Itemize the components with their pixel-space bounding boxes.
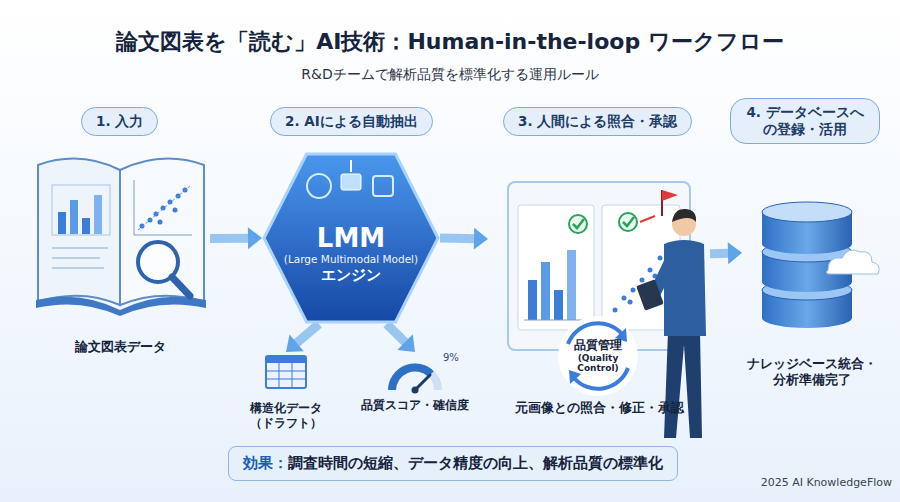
- node-text: 2. AIによる自動抽出: [285, 113, 418, 130]
- book-illustration: [36, 159, 206, 316]
- flow-arrow-shaft: [710, 249, 730, 259]
- flow-arrow: [710, 242, 742, 264]
- gauge-value: 9%: [443, 352, 473, 363]
- node-text: 3. 人間による照合・承認: [518, 113, 677, 130]
- node-text: 4. データベースへの登録・活用: [745, 104, 865, 138]
- flow-arrow: [440, 228, 488, 250]
- chip-icon: [373, 176, 393, 196]
- footer-note: 2025 AI KnowledgeFlow: [650, 476, 892, 489]
- engine-hexagon: LMM(Large Multimodal Model)エンジン: [262, 152, 440, 324]
- node-text: LMM: [317, 224, 385, 253]
- flow-arrow: [387, 324, 415, 352]
- arrow-head: [397, 334, 415, 352]
- cycle-outline: [558, 316, 638, 396]
- flow-arrow-shaft: [387, 324, 407, 344]
- flow-arrow-shaft: [210, 234, 250, 243]
- flow-arrow-shaft: [440, 234, 476, 244]
- monitor-illustration: [508, 182, 690, 350]
- arrow-head: [728, 242, 742, 264]
- flow-arrow: [210, 227, 262, 249]
- flow-arrow: [286, 324, 319, 352]
- icon-node: 品質スコア・確信度: [352, 352, 478, 414]
- table-icon: [266, 356, 306, 388]
- node-text: 調査時間の短縮、データ精度の向上、解析品質の標準化: [288, 454, 663, 473]
- step-pill: 1. 入力: [81, 107, 158, 136]
- node-text: 元画像との照合・修正・承認: [515, 400, 684, 416]
- gauge-icon: [392, 367, 438, 394]
- step-pill: 2. AIによる自動抽出: [270, 107, 433, 136]
- node-text: 品質スコア・確信度: [361, 398, 469, 414]
- icon-node: 論文図表データ: [30, 150, 210, 356]
- node-text: 品質管理: [574, 338, 622, 352]
- node-text: 構造化データ （ドラフト）: [240, 401, 332, 432]
- quality-cycle: 品質管理(Quality Control): [556, 314, 640, 398]
- step-pill: 4. データベースへの登録・活用: [730, 98, 880, 144]
- icon-node: ナレッジベース統合・ 分析準備完了: [742, 170, 882, 388]
- node-text: エンジン: [321, 266, 381, 286]
- effect-box: 効果：調査時間の短縮、データ精度の向上、解析品質の標準化: [228, 446, 678, 481]
- node-text: 1. 入力: [96, 113, 143, 130]
- arrow-head: [474, 228, 488, 250]
- flow-arrow-shaft: [295, 324, 319, 344]
- database-illustration: [762, 202, 879, 328]
- arrow-head: [248, 227, 262, 249]
- node-text: (Large Multimodal Model): [284, 253, 418, 267]
- node-text: 効果：: [243, 454, 288, 473]
- subtitle: R&Dチームで解析品質を標準化する運用ルール: [0, 66, 900, 84]
- hexagon-outline: [264, 154, 438, 322]
- chip-icon: [341, 174, 361, 190]
- node-text: ナレッジベース統合・ 分析準備完了: [742, 356, 882, 389]
- arrow-head: [286, 335, 304, 352]
- step-pill: 3. 人間による照合・承認: [503, 107, 692, 136]
- node-text: 論文図表データ: [75, 339, 166, 356]
- icon-node: 構造化データ （ドラフト）: [240, 352, 332, 432]
- spark-line: [350, 160, 352, 172]
- node-text: (Quality Control): [570, 353, 626, 374]
- brain-icon: [307, 174, 331, 198]
- diagram-title: 論文図表を「読む」AI技術：Human-in-the-loop ワークフロー: [0, 27, 900, 57]
